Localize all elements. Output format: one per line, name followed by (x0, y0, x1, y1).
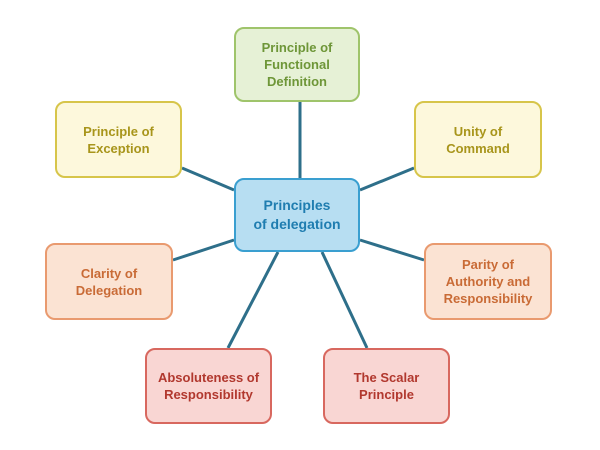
node-absoluteness: Absoluteness of Responsibility (145, 348, 272, 424)
center-node: Principles of delegation (234, 178, 360, 252)
node-exception: Principle of Exception (55, 101, 182, 178)
connector-scalar (320, 251, 369, 349)
node-clarity-of-delegation: Clarity of Delegation (45, 243, 173, 320)
connector-parity (359, 238, 425, 262)
connector-exception (181, 166, 235, 192)
node-scalar: The Scalar Principle (323, 348, 450, 424)
node-unity-of-command: Unity of Command (414, 101, 542, 178)
connector-absoluteness (226, 251, 280, 349)
connector-clarity (172, 238, 235, 262)
node-functional-definition: Principle of Functional Definition (234, 27, 360, 102)
node-parity: Parity of Authority and Responsibility (424, 243, 552, 320)
connector-unity (359, 166, 415, 192)
